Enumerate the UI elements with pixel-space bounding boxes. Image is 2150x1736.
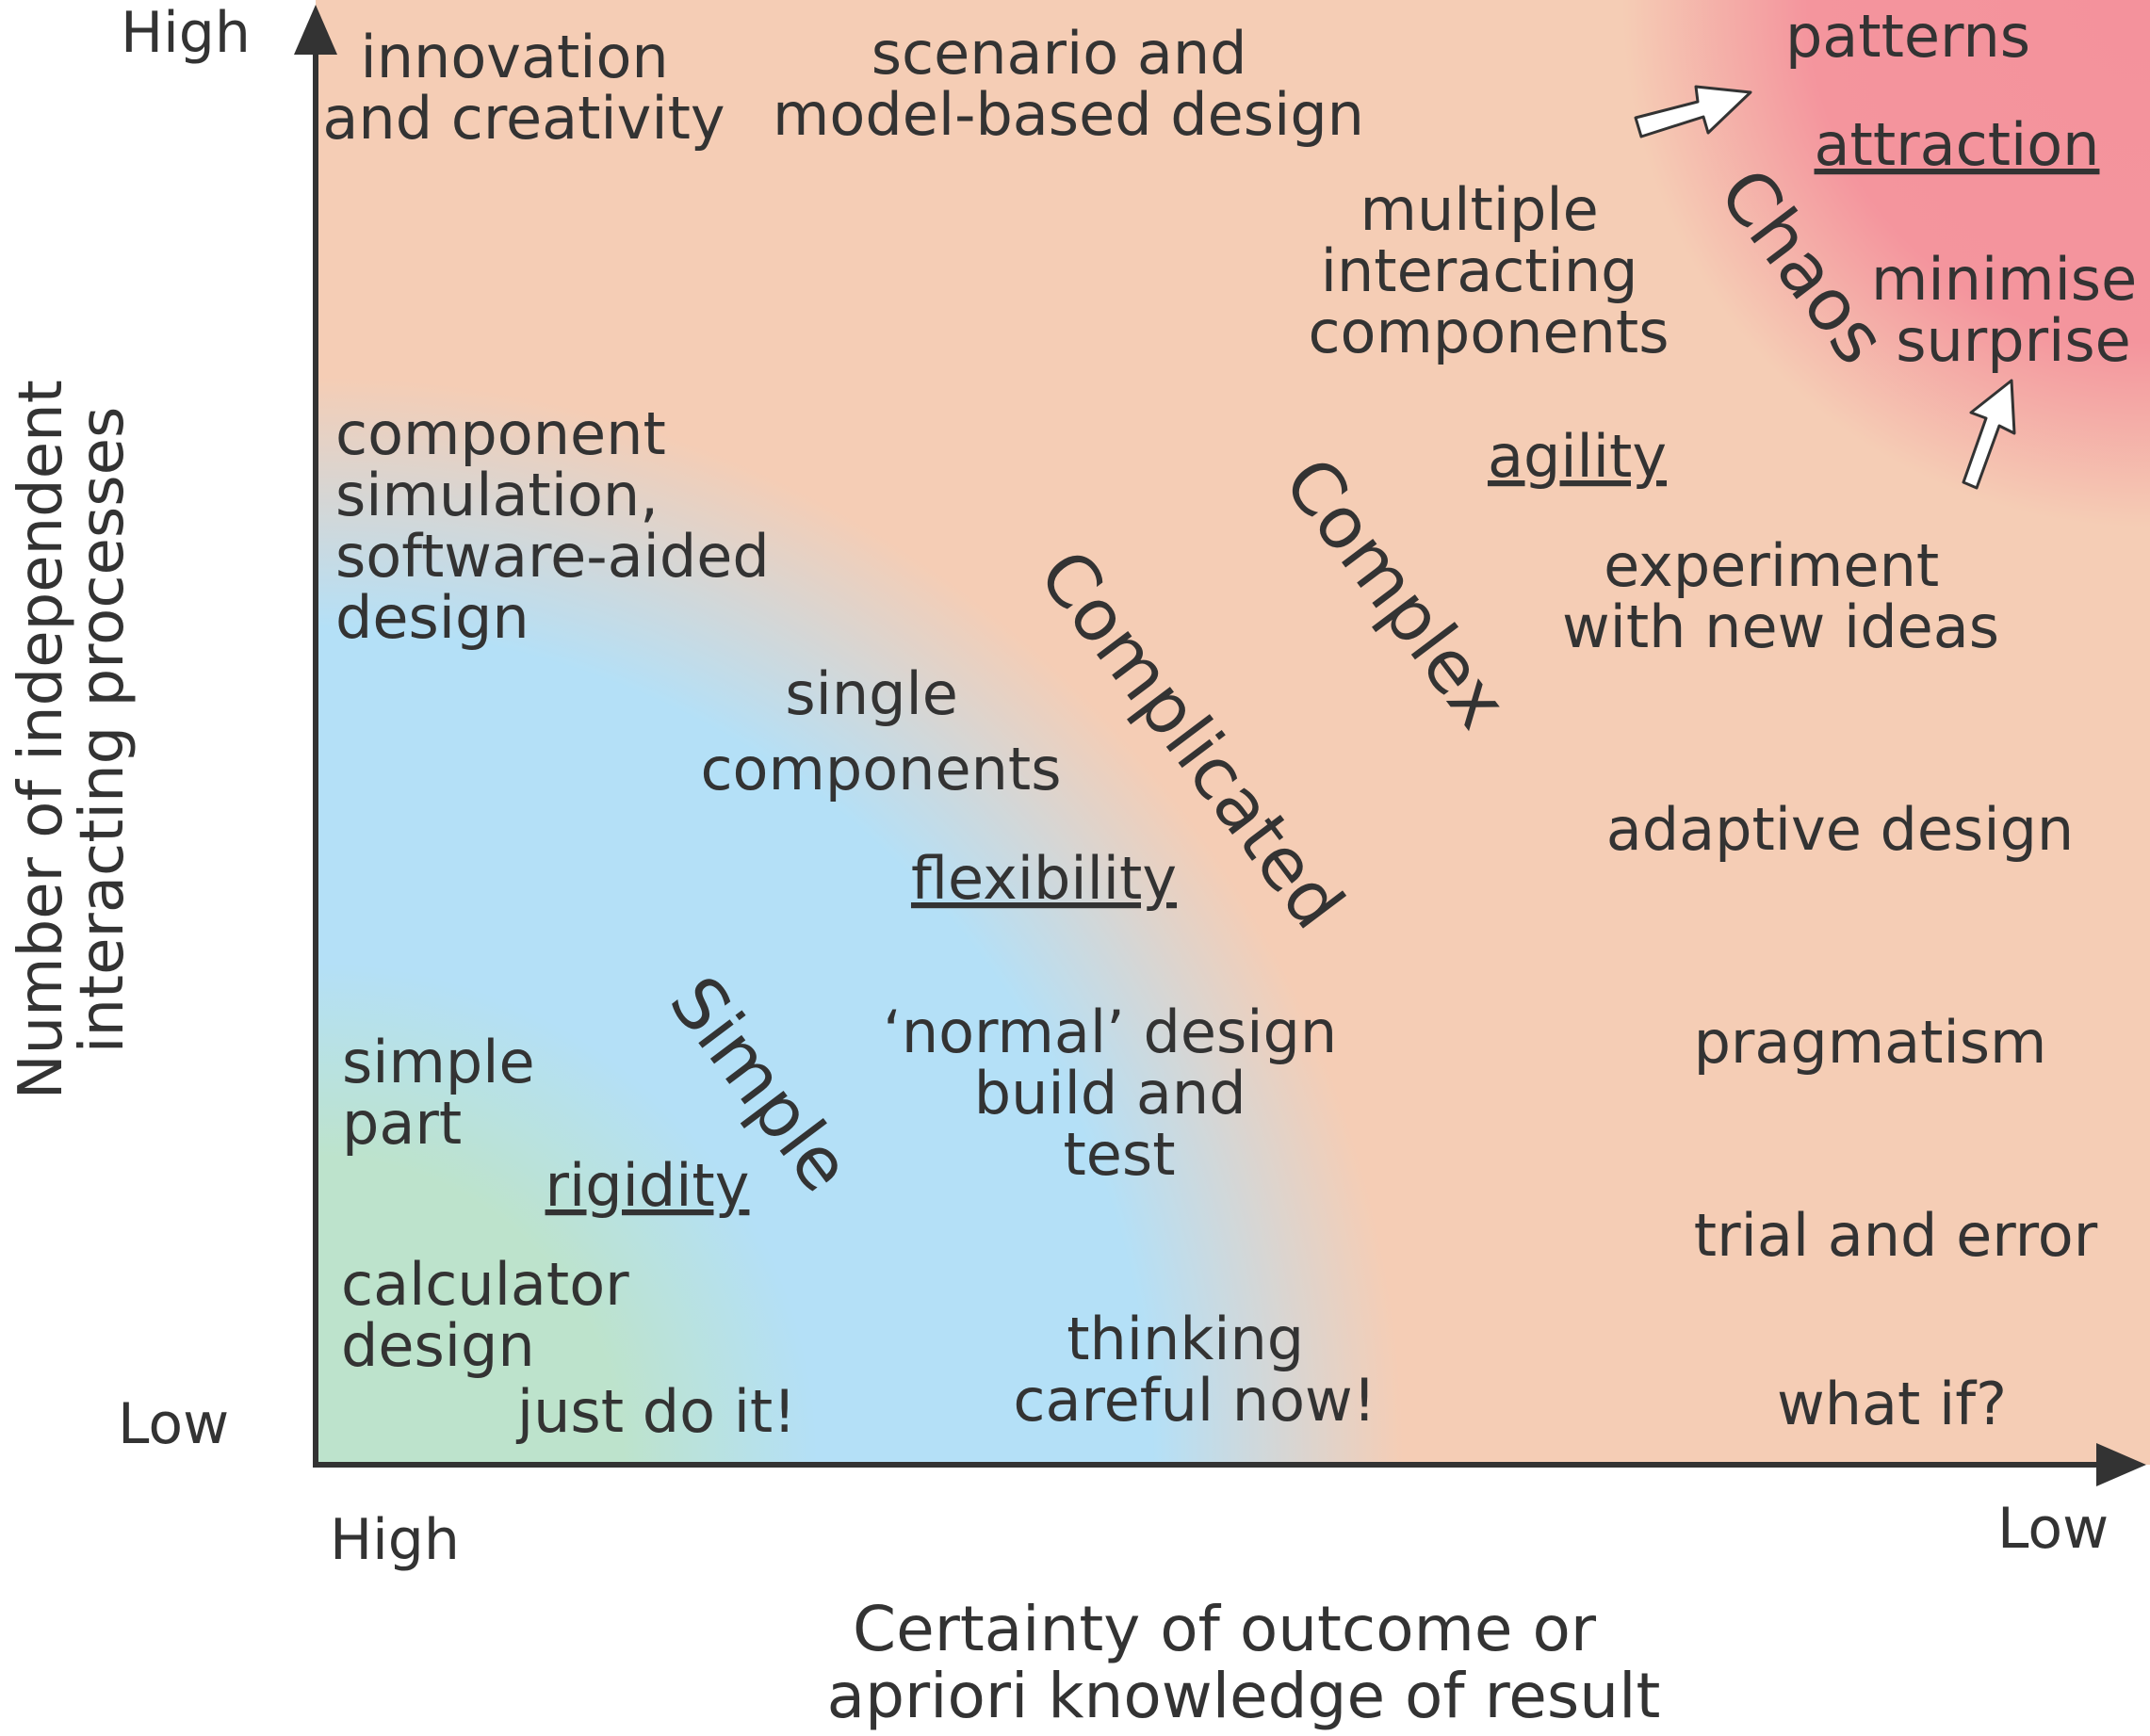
label-line: calculator [341,1250,629,1319]
label-what-if: what if? [1777,1370,2007,1438]
chaos-region [316,0,2150,1465]
label-line: minimise [1871,245,2137,314]
label-normal-design: ‘normal’ design build and test [883,998,1356,1189]
y-axis-title-line: interacting processes [68,407,138,1054]
label-line: scenario and [871,19,1247,88]
label-line: part [342,1089,462,1158]
label-line: test [1063,1120,1175,1189]
label-adaptive-design: adaptive design [1606,795,2074,864]
y-axis-high-label: High [121,0,251,66]
label-rigidity: rigidity [546,1151,750,1220]
label-simple-part: simple part [342,1028,553,1158]
label-line: design [335,583,529,652]
label-line: thinking [1067,1305,1304,1373]
label-line: build and [974,1059,1246,1128]
x-axis-low-label: Low [1997,1496,2109,1562]
x-axis-title-line: apriori knowledge of result [827,1660,1661,1732]
y-axis-arrowhead [294,5,337,55]
label-single-components: single components [700,659,1061,803]
label-line: innovation [361,23,669,91]
label-line: interacting [1321,236,1638,305]
label-flexibility: flexibility [911,844,1177,913]
label-thinking: thinking careful now! [1013,1305,1376,1435]
label-line: and creativity [322,84,725,153]
label-line: components [1308,298,1669,366]
y-axis-title: Number of independent interacting proces… [7,361,138,1099]
label-line: experiment [1604,531,1939,600]
label-scenario: scenario and model-based design [773,19,1364,149]
y-axis-title-line: Number of independent [7,380,76,1099]
arrow-to-minimise-icon [1962,379,2016,490]
label-trial-and-error: trial and error [1694,1201,2098,1270]
label-line: single [785,659,958,728]
label-line: design [341,1311,535,1380]
label-minimise: minimise surprise [1871,245,2150,375]
x-axis-high-label: High [330,1507,460,1573]
label-line: model-based design [773,80,1364,149]
label-line: simulation, [335,461,659,529]
label-multiple: multiple interacting components [1308,175,1669,366]
y-axis-low-label: Low [118,1391,229,1457]
label-line: careful now! [1013,1366,1376,1435]
label-attraction: attraction [1815,110,2100,179]
x-axis-arrowhead [2096,1443,2146,1486]
label-innovation: innovation and creativity [322,23,725,153]
label-pragmatism: pragmatism [1694,1008,2047,1077]
arrow-to-patterns-icon [1634,85,1752,138]
x-axis-title: Certainty of outcome or apriori knowledg… [827,1593,1661,1732]
label-just-do-it: just do it! [515,1377,796,1446]
label-line: simple [342,1028,535,1096]
label-line: component [335,399,666,468]
label-agility: agility [1488,422,1667,491]
x-axis-title-line: Certainty of outcome or [853,1593,1597,1665]
label-patterns: patterns [1785,2,2030,71]
label-line: components [700,735,1061,803]
label-calculator-design: calculator design [341,1250,647,1380]
label-line: with new ideas [1562,592,1999,661]
label-component-simulation: component simulation, software-aided des… [335,399,788,652]
label-line: ‘normal’ design [883,998,1337,1066]
label-line: software-aided [335,522,770,591]
label-line: multiple [1360,175,1599,244]
label-line: surprise [1896,306,2131,375]
label-experiment: experiment with new ideas [1562,531,1999,661]
